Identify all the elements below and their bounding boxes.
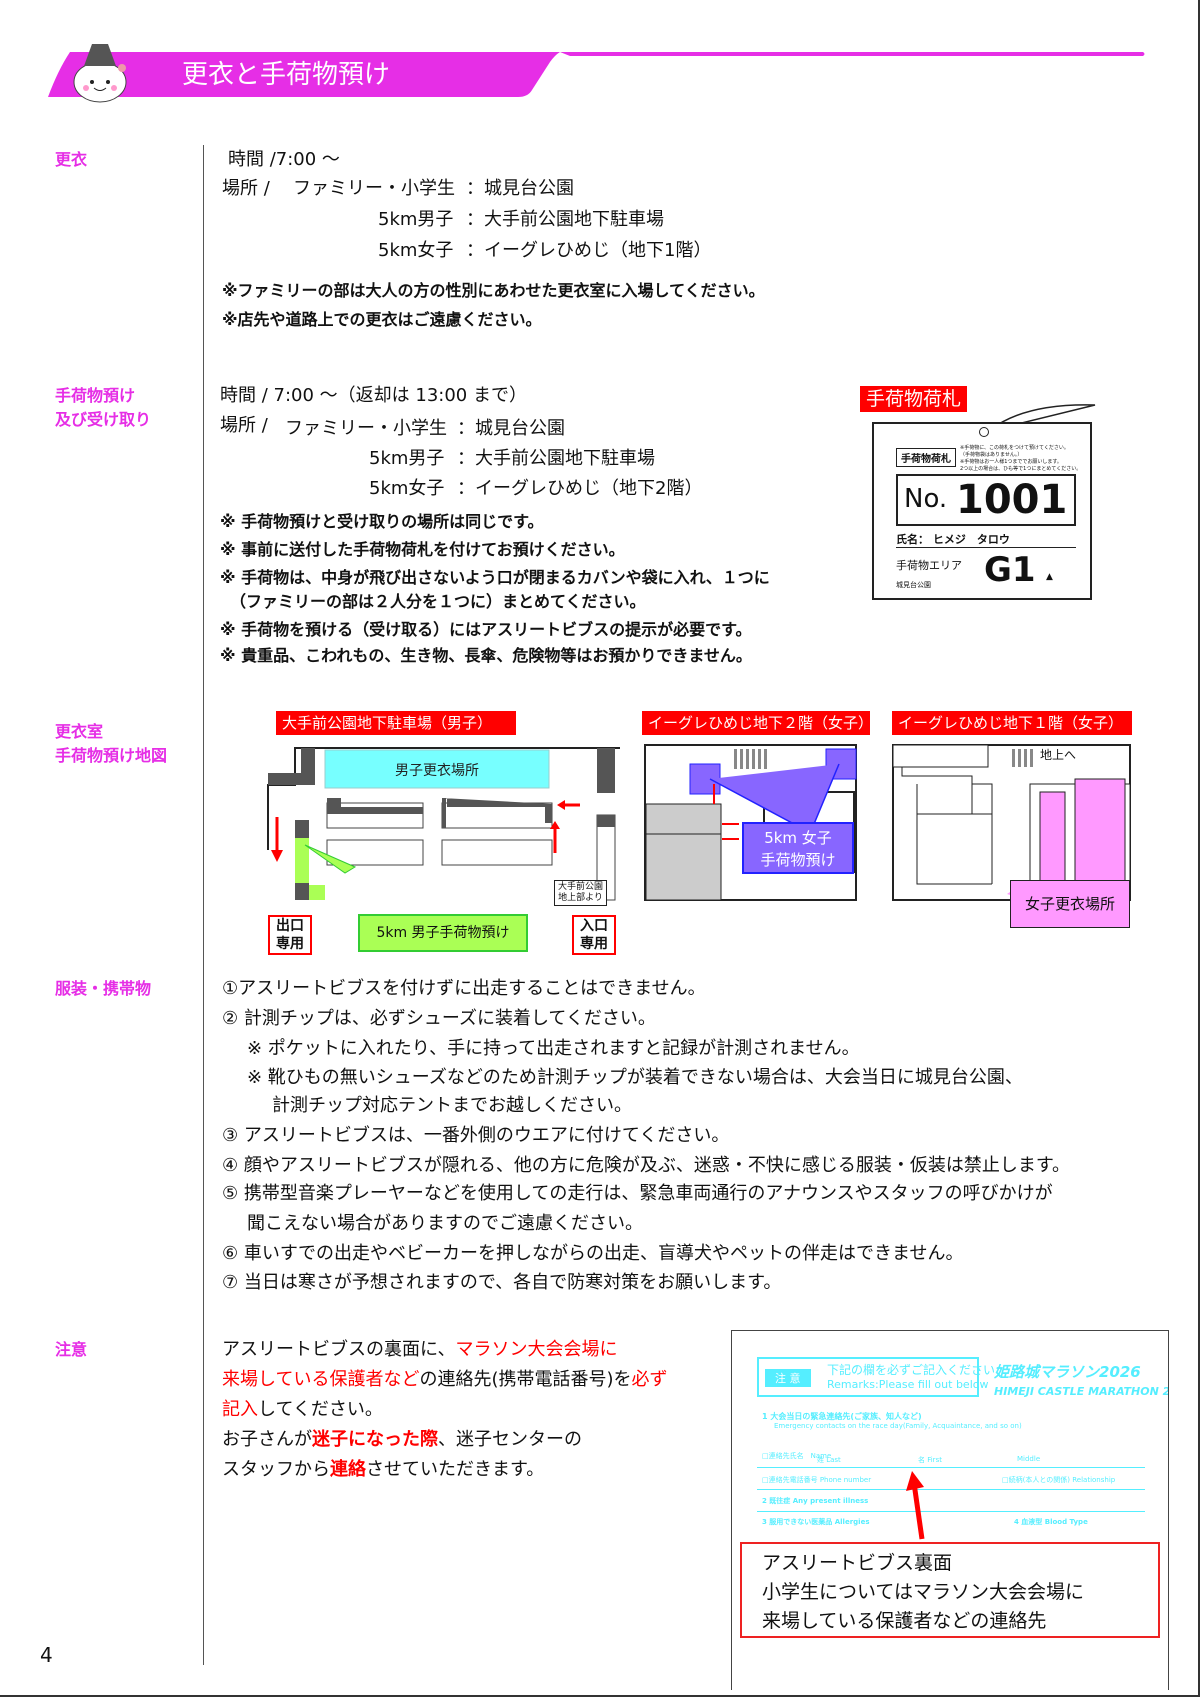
clothing-item: ①アスリートビブスを付けずに出走することはできません。 bbox=[222, 978, 706, 999]
map1-men-parking: 男子更衣場所 bbox=[267, 747, 620, 901]
changing-note: ※ファミリーの部は大人の方の性別にあわせた更衣室に入場してください。 bbox=[222, 281, 765, 300]
baggage-where: ：城見台公園 bbox=[457, 418, 565, 439]
changing-who: 5km女子 bbox=[378, 240, 454, 261]
label-changing: 更衣 bbox=[55, 150, 88, 169]
clothing-item: ⑦ 当日は寒さが予想されますので、各自で防寒対策をお願いします。 bbox=[222, 1272, 782, 1293]
map1-entrance-label: 入口専用 bbox=[572, 915, 616, 955]
page-title: 更衣と手荷物預け bbox=[182, 60, 391, 90]
column-divider bbox=[203, 145, 204, 1665]
baggage-tag: 手荷物荷札 ※手荷物に、この荷札をつけて預けてください。（手荷物袋はありません。… bbox=[872, 422, 1092, 600]
clothing-item: 計測チップ対応テントまでお越しください。 bbox=[272, 1095, 632, 1116]
clothing-item: ⑤ 携帯型音楽プレーヤーなどを使用しての走行は、緊急車両通行のアナウンスやスタッ… bbox=[222, 1183, 1053, 1204]
changing-where: ：大手前公園地下駐車場 bbox=[466, 209, 664, 230]
bib-callout: アスリートビブス裏面小学生についてはマラソン大会会場に来場している保護者などの連… bbox=[740, 1542, 1160, 1638]
label-caution: 注意 bbox=[55, 1340, 88, 1359]
baggage-who: 5km男子 bbox=[369, 448, 445, 469]
tag-small-notes: ※手荷物に、この荷札をつけて預けてください。（手荷物袋はありません。）※手荷物は… bbox=[960, 445, 1082, 472]
baggage-place-prefix: 場所 / bbox=[220, 415, 268, 436]
mascot-icon bbox=[73, 44, 127, 103]
label-baggage: 手荷物預け及び受け取り bbox=[55, 386, 152, 429]
baggage-who: 5km女子 bbox=[369, 478, 445, 499]
map3-title: イーグレひめじ地下１階（女子） bbox=[892, 711, 1132, 735]
clothing-item: ⑥ 車いすでの出走やベビーカーを押しながらの出走、盲導犬やペットの伴走はできませ… bbox=[222, 1243, 964, 1264]
changing-who: 5km男子 bbox=[378, 209, 454, 230]
tag-number-box: No. 1001 bbox=[896, 474, 1076, 526]
clothing-item: ※ 靴ひもの無いシューズなどのため計測チップが装着できない場合は、大会当日に城見… bbox=[247, 1067, 1023, 1088]
baggage-time: 時間 / 7:00 ～（返却は 13:00 まで） bbox=[220, 385, 527, 406]
changing-where: ：イーグレひめじ（地下1階） bbox=[466, 240, 712, 261]
baggage-where: ：イーグレひめじ（地下2階） bbox=[457, 478, 703, 499]
map2-baggage-label: 5km 女子手荷物預け bbox=[742, 822, 854, 874]
clothing-item: ※ ポケットに入れたり、手に持って出走されますと記録が計測されません。 bbox=[247, 1038, 860, 1059]
map1-exit-label: 出口専用 bbox=[268, 915, 312, 955]
changing-where: ：城見台公園 bbox=[466, 178, 574, 199]
baggage-note: ※ 貴重品、こわれもの、生き物、長傘、危険物等はお預かりできません。 bbox=[220, 646, 752, 665]
changing-note: ※店先や道路上での更衣はご遠慮ください。 bbox=[222, 310, 542, 329]
baggage-who: ファミリー・小学生 bbox=[285, 418, 447, 439]
tag-area: G1 bbox=[984, 550, 1036, 590]
tag-logo: ▲ bbox=[1046, 572, 1053, 582]
clothing-item: ④ 顔やアスリートビブスが隠れる、他の方に危険が及ぶ、迷惑・不快に感じる服装・仮… bbox=[222, 1155, 1071, 1176]
tag-location: 城見台公園 bbox=[896, 581, 931, 589]
map2-title: イーグレひめじ地下２階（女子） bbox=[642, 711, 873, 735]
map3-up-label: 地上へ bbox=[1040, 746, 1077, 763]
baggage-note: ※ 手荷物を預ける（受け取る）にはアスリートビブスの提示が必要です。 bbox=[220, 620, 752, 639]
baggage-where: ：大手前公園地下駐車場 bbox=[457, 448, 655, 469]
arrow-icon bbox=[906, 1471, 925, 1540]
baggage-note: （ファミリーの部は２人分を１つに）まとめてください。 bbox=[230, 592, 646, 611]
changing-time: 時間 /7:00 ～ bbox=[228, 149, 340, 170]
changing-place-prefix: 場所 / bbox=[222, 178, 270, 199]
map3-room-label: 女子更衣場所 bbox=[1010, 880, 1130, 928]
map1-baggage-label: 5km 男子手荷物預け bbox=[358, 914, 528, 952]
header-banner bbox=[48, 52, 1145, 97]
clothing-item: ② 計測チップは、必ずシューズに装着してください。 bbox=[222, 1008, 656, 1029]
changing-who: ファミリー・小学生 bbox=[293, 178, 455, 199]
clothing-item: 聞こえない場合がありますのでご遠慮ください。 bbox=[247, 1213, 643, 1234]
caution-text: アスリートビブスの裏面に、マラソン大会会場に 来場している保護者などの連絡先(携… bbox=[222, 1339, 668, 1480]
tag-string bbox=[989, 404, 1096, 431]
map3-egret-b1 bbox=[892, 744, 1131, 902]
map1-room-label: 男子更衣場所 bbox=[395, 763, 479, 779]
page-number: 4 bbox=[40, 1643, 53, 1667]
label-clothing: 服装・携帯物 bbox=[55, 979, 152, 998]
tag-area-label: 手荷物エリア bbox=[896, 559, 962, 572]
label-maps: 更衣室手荷物預け地図 bbox=[55, 722, 168, 765]
tag-inner-label: 手荷物荷札 bbox=[896, 448, 956, 467]
baggage-note: ※ 手荷物預けと受け取りの場所は同じです。 bbox=[220, 512, 544, 531]
baggage-note: ※ 手荷物は、中身が飛び出さないよう口が閉まるカバンや袋に入れ、１つに bbox=[220, 568, 770, 587]
tag-title: 手荷物荷札 bbox=[860, 386, 968, 412]
tag-name: 氏名： ヒメジ タロウ bbox=[896, 533, 1010, 546]
map1-from-label: 大手前公園地上部より bbox=[554, 880, 608, 906]
baggage-note: ※ 事前に送付した手荷物荷札を付けてお預けください。 bbox=[220, 540, 625, 559]
tag-number: 1001 bbox=[956, 477, 1068, 523]
map1-title: 大手前公園地下駐車場（男子） bbox=[276, 711, 516, 735]
clothing-item: ③ アスリートビブスは、一番外側のウエアに付けてください。 bbox=[222, 1125, 730, 1146]
